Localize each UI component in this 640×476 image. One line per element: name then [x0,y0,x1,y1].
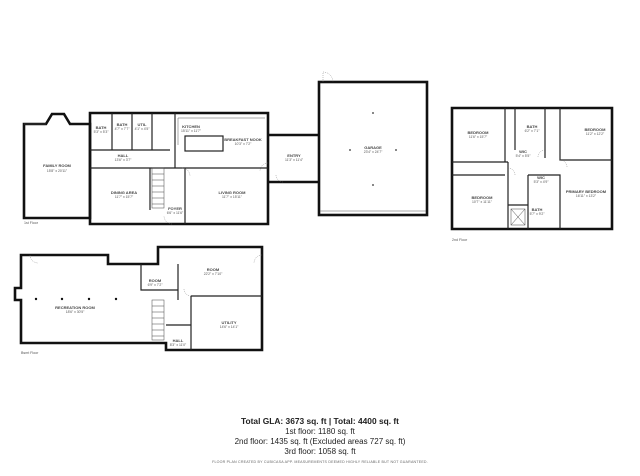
floor-tag-first: 1st Floor [24,221,39,225]
floor-tag-basement: Bsmt Floor [21,351,39,355]
second-floor-area: 2nd floor: 1435 sq. ft (Excluded areas 7… [234,437,406,446]
foyer-label: FOYER [168,206,182,211]
bath-label: BATH [117,122,128,127]
recreation-room-label: RECREATION ROOM [55,305,95,310]
support-post [87,297,91,301]
garage-label: GARAGE [364,145,382,150]
stairs-2 [510,208,526,226]
garage-door-swing [322,71,334,83]
bath-dims: 4'7" x 7'7" [115,127,131,131]
third-floor-area: 3rd floor: 1058 sq. ft [284,447,356,456]
wic-dims: 5'4" x 5'5" [516,154,532,158]
bedroom-label: BEDROOM [585,127,607,132]
bedroom-label: BEDROOM [468,130,490,135]
wic-label: WIC [537,175,545,180]
door-swing [163,215,173,225]
garage-wall [317,80,429,217]
primary-bedroom-label: PRIMARY BEDROOM [566,189,607,194]
ceiling-point [372,112,374,114]
second-floor: BEDROOM 11'6" x 15'7" BATH 6'2" x 7'1" B… [450,106,614,242]
family-room-wall [22,112,92,220]
garage-dims: 23'4" x 24'7" [364,150,383,154]
bath-label: BATH [532,207,543,212]
ceiling-point [349,149,351,151]
hall-dims: 8'3" x 11'0" [170,343,187,347]
stairs-b [151,299,165,341]
primary-bedroom-dims: 16'11" x 13'2" [576,194,597,198]
garage: GARAGE 23'4" x 24'7" [317,71,429,217]
hall-dims: 13'6" x 3'7" [115,158,133,162]
door-swing [275,174,284,183]
dining-area-label: DINING AREA [111,190,137,195]
door-swing [537,149,546,158]
recreation-room-dims: 18'6" x 30'5" [66,310,85,314]
room-label: ROOM [207,267,220,272]
util-label: UTIL [138,122,147,127]
kitchen-island [184,135,224,152]
utility-dims: 14'6" x 14'1" [220,325,239,329]
door-swing [259,162,269,172]
hall-label: HALL [118,153,129,158]
living-room-dims: 11'7" x 15'11" [222,195,243,199]
bath-dims: 6'2" x 7'1" [525,129,541,133]
interior-walls-b [140,264,262,350]
kitchen-dims: 15'11" x 11'7" [181,129,202,133]
family-room-label: FAMILY ROOM [43,163,71,168]
main-block-wall [88,111,270,226]
bedroom-dims: 11'2" x 12'2" [586,132,605,136]
bath-dims: 5'7" x 9'2" [530,212,546,216]
hall-label: HALL [173,338,184,343]
total-area: Total GLA: 3673 sq. ft | Total: 4400 sq.… [241,416,399,426]
kitchen-counter [177,117,265,145]
support-post [60,297,64,301]
ceiling-point [395,149,397,151]
door-swing [29,254,39,264]
room-dims: 6'9" x 7'2" [148,283,164,287]
basement-floor: RECREATION ROOM 18'6" x 30'5" ROOM 6'9" … [13,245,264,355]
bath-label: BATH [96,125,107,130]
first-floor-area: 1st floor: 1180 sq. ft [285,427,355,436]
ceiling-point [372,184,374,186]
room-dims: 22'2" x 7'10" [204,272,223,276]
bedroom-dims: 10'7" x 11'11" [472,200,493,204]
wic-label: WIC [519,149,527,154]
entry-dims: 11'3" x 11'4" [285,158,304,162]
dining-area-dims: 11'7" x 15'7" [115,195,134,199]
entry-label: ENTRY [287,153,301,158]
wic-dims: 5'3" x 4'9" [534,180,550,184]
door-swing [507,167,516,176]
utility-label: UTILITY [221,320,236,325]
door-swing [253,254,263,264]
basement-outer-wall [13,245,264,352]
stairs-1 [151,167,165,209]
interior-walls-1 [90,113,268,224]
second-floor-wall [450,106,614,231]
bedroom-dims: 11'6" x 15'7" [469,135,488,139]
support-post [34,297,38,301]
living-room-label: LIVING ROOM [219,190,247,195]
entry-connector-wall [268,133,318,184]
bath-dims: 5'3" x 5'3" [94,130,110,134]
door-swing [181,167,191,177]
kitchen-label: KITCHEN [182,124,200,129]
util-dims: 4'1" x 4'5" [135,127,151,131]
disclaimer-footer: FLOOR PLAN CREATED BY CUBICASA APP. MEAS… [212,460,428,464]
door-swing [183,288,192,297]
breakfast-nook-dims: 10'3" x 7'2" [235,142,253,146]
foyer-dims: 6'6" x 11'6" [167,211,184,215]
breakfast-nook-label: BREAKFAST NOOK [224,137,262,142]
bath-label: BATH [527,124,538,129]
first-floor: FAMILY ROOM 15'8" x 20'11" BATH 5'3" x 5… [22,111,318,226]
door-swing [559,159,568,168]
support-post [114,297,118,301]
bedroom-label: BEDROOM [472,195,494,200]
room-label: ROOM [149,278,162,283]
floor-tag-second: 2nd Floor [452,238,468,242]
family-room-dims: 15'8" x 20'11" [47,169,68,173]
